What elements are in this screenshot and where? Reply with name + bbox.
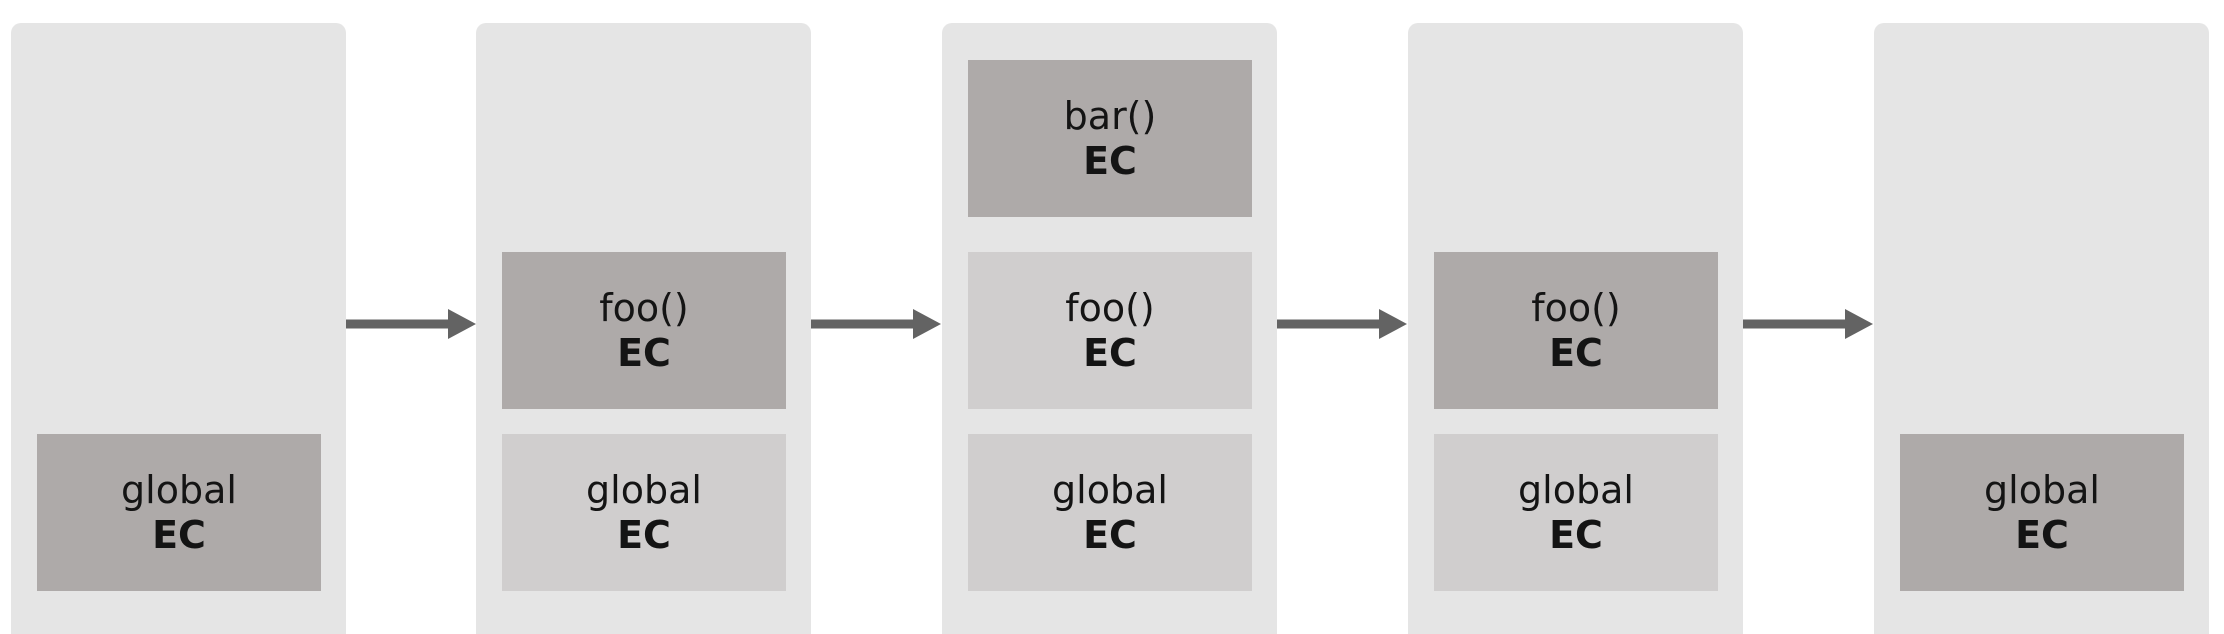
frame-function-label: global (1052, 467, 1168, 512)
frame-function-label: bar() (1063, 93, 1157, 138)
arrow-right-icon (1743, 309, 1873, 339)
stack-column-5: global EC (1874, 23, 2209, 634)
stack-frame-foo: foo() EC (968, 252, 1252, 409)
frame-function-label: global (586, 467, 702, 512)
arrow-right-icon (346, 309, 476, 339)
stack-frame-global: global EC (37, 434, 321, 591)
frame-ec-label: EC (617, 330, 671, 375)
frame-function-label: global (121, 467, 237, 512)
stack-frame-global: global EC (968, 434, 1252, 591)
stack-column-4: foo() EC global EC (1408, 23, 1743, 634)
frame-ec-label: EC (1549, 330, 1603, 375)
stack-frame-bar: bar() EC (968, 60, 1252, 217)
stack-column-2: foo() EC global EC (476, 23, 811, 634)
arrow-right-icon (1277, 309, 1407, 339)
arrow-right-icon (811, 309, 941, 339)
frame-function-label: global (1984, 467, 2100, 512)
stack-frame-foo: foo() EC (1434, 252, 1718, 409)
stack-frame-global: global EC (1900, 434, 2184, 591)
frame-ec-label: EC (1083, 330, 1137, 375)
stack-column-1: global EC (11, 23, 346, 634)
stack-frame-global: global EC (1434, 434, 1718, 591)
frame-ec-label: EC (617, 512, 671, 557)
frame-function-label: foo() (1065, 285, 1155, 330)
frame-function-label: global (1518, 467, 1634, 512)
frame-ec-label: EC (1083, 138, 1137, 183)
frame-function-label: foo() (1531, 285, 1621, 330)
frame-function-label: foo() (599, 285, 689, 330)
frame-ec-label: EC (1549, 512, 1603, 557)
stack-column-3: bar() EC foo() EC global EC (942, 23, 1277, 634)
frame-ec-label: EC (2015, 512, 2069, 557)
stack-frame-global: global EC (502, 434, 786, 591)
frame-ec-label: EC (152, 512, 206, 557)
stack-frame-foo: foo() EC (502, 252, 786, 409)
frame-ec-label: EC (1083, 512, 1137, 557)
